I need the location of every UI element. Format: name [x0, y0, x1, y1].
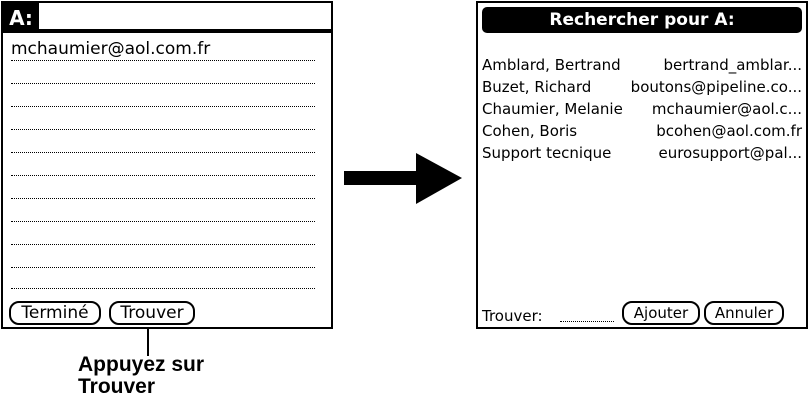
contact-name: Support tecnique: [482, 144, 612, 162]
contact-name: Buzet, Richard: [482, 78, 592, 96]
result-row[interactable]: Support tecnique eurosupport@pal...: [482, 142, 802, 164]
find-label: Trouver:: [482, 307, 543, 325]
callout-text: Appuyez sur Trouver: [78, 354, 204, 398]
text-line[interactable]: [11, 198, 315, 199]
text-line[interactable]: [11, 60, 315, 61]
text-line[interactable]: [11, 106, 315, 107]
contact-email: boutons@pipeline.co...: [630, 78, 802, 96]
lookup-title: Rechercher pour A:: [482, 7, 802, 33]
result-row[interactable]: Cohen, Boris bcohen@aol.com.fr: [482, 120, 802, 142]
result-row[interactable]: Buzet, Richard boutons@pipeline.co...: [482, 76, 802, 98]
find-input[interactable]: [560, 321, 614, 322]
email-entry[interactable]: mchaumier@aol.com.fr: [11, 39, 211, 59]
callout-line-1: Appuyez sur: [78, 353, 205, 376]
add-button[interactable]: Ajouter: [622, 301, 700, 325]
contact-name: Amblard, Bertrand: [482, 56, 621, 74]
callout-line-2: Trouver: [78, 375, 156, 398]
to-field-screen: A: mchaumier@aol.com.fr Terminé Trouver: [1, 1, 333, 329]
contact-email: eurosupport@pal...: [658, 144, 802, 162]
text-line[interactable]: [11, 152, 315, 153]
callout-line: [147, 328, 149, 356]
done-button[interactable]: Terminé: [9, 301, 101, 325]
cancel-button[interactable]: Annuler: [704, 301, 784, 325]
contact-name: Cohen, Boris: [482, 122, 578, 140]
contact-name: Chaumier, Melanie: [482, 100, 623, 118]
text-line[interactable]: [11, 129, 315, 130]
text-line[interactable]: [11, 267, 315, 268]
text-line[interactable]: [11, 83, 315, 84]
result-row[interactable]: Chaumier, Melanie mchaumier@aol.c...: [482, 98, 802, 120]
right-arrow-icon: [344, 153, 462, 204]
result-row[interactable]: Amblard, Bertrand bertrand_amblar...: [482, 54, 802, 76]
header-rule: [3, 29, 331, 33]
lookup-screen: Rechercher pour A: Amblard, Bertrand ber…: [476, 1, 808, 329]
text-line[interactable]: [11, 221, 315, 222]
to-field-label: A:: [3, 3, 39, 33]
text-line[interactable]: [11, 175, 315, 176]
find-button[interactable]: Trouver: [109, 301, 195, 325]
text-line[interactable]: [11, 288, 315, 289]
contact-email: bertrand_amblar...: [663, 56, 802, 74]
contact-email: bcohen@aol.com.fr: [656, 122, 802, 140]
contact-email: mchaumier@aol.c...: [651, 100, 802, 118]
text-line[interactable]: [11, 244, 315, 245]
to-field-header: A:: [3, 3, 331, 33]
